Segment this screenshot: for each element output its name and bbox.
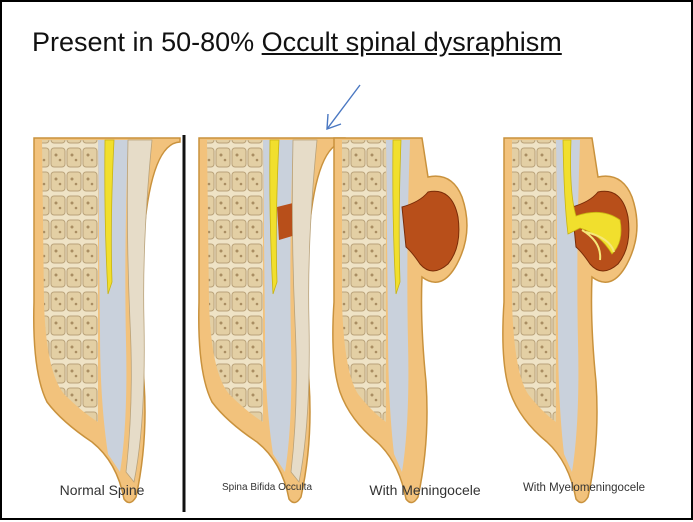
caption-myelomeningocele: With Myelomeningocele xyxy=(523,482,645,494)
panel-meningocele xyxy=(333,138,467,503)
panel-spina-bifida-occulta xyxy=(199,138,345,503)
arrow-icon xyxy=(327,85,360,129)
caption-spina-bifida-occulta: Spina Bifida Occulta xyxy=(222,482,312,493)
panel-myelomeningocele xyxy=(503,138,637,503)
caption-meningocele: With Meningocele xyxy=(369,482,480,498)
caption-normal-spine: Normal Spine xyxy=(60,482,145,498)
panel-normal-spine xyxy=(34,138,180,503)
